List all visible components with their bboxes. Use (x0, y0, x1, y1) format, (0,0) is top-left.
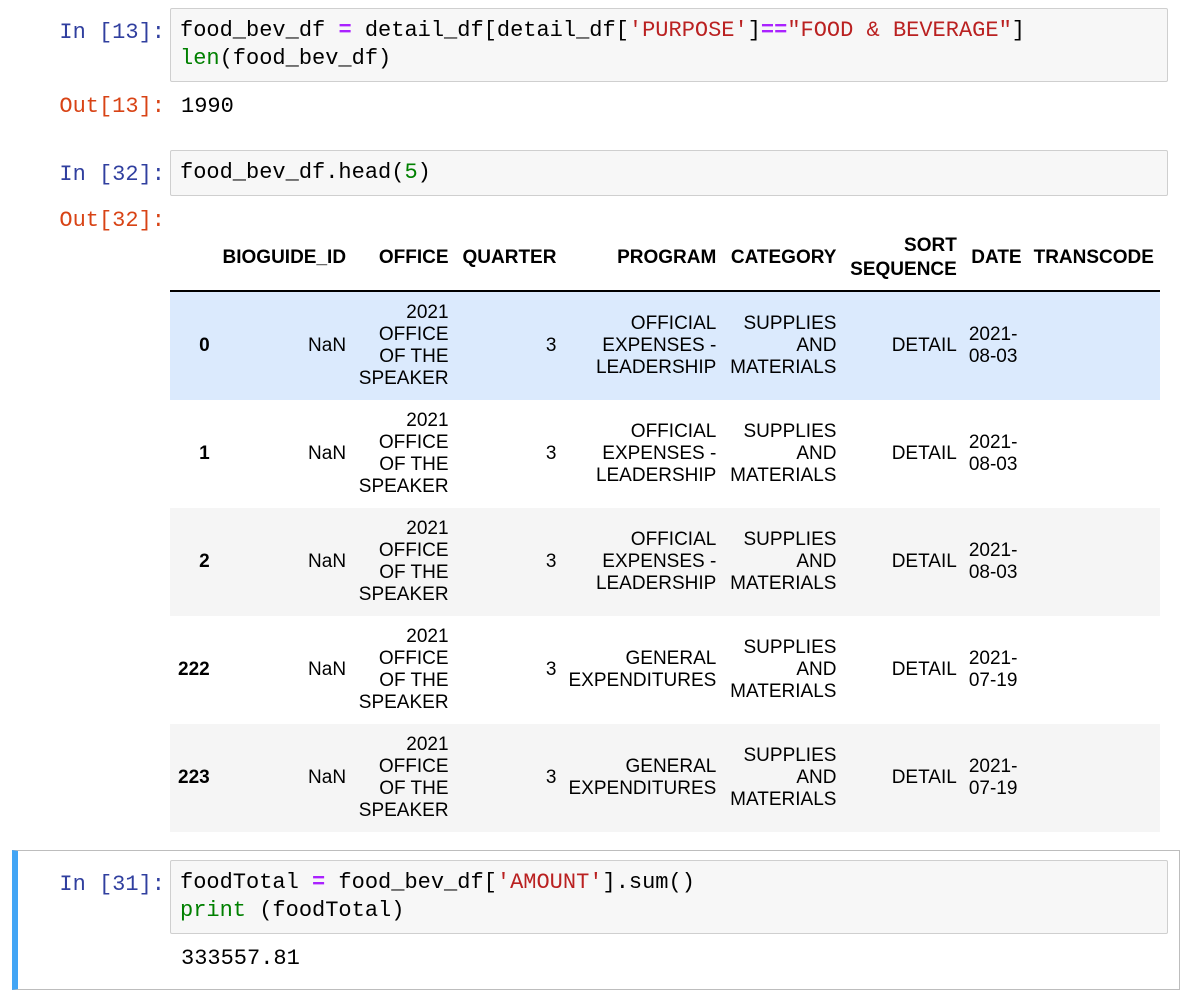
table-cell: GENERAL EXPENDITURES (562, 724, 723, 832)
table-cell: 3 (454, 291, 563, 400)
table-cell (1027, 724, 1160, 832)
code-token: 'AMOUNT' (496, 870, 603, 895)
column-header: SORT SEQUENCE (842, 226, 963, 292)
table-cell: NaN (308, 443, 347, 464)
code-editor[interactable]: food_bev_df.head(5) (170, 150, 1168, 196)
table-row: 222 NaN 2021 OFFICE OF THE SPEAKER 3 GENERAL… (170, 616, 1160, 724)
table-cell: NaN (308, 659, 347, 680)
table-cell: 3 (454, 724, 563, 832)
table-cell: 2021 OFFICE OF THE SPEAKER (358, 410, 449, 497)
code-token: foodTotal (180, 870, 313, 895)
row-index: 1 (199, 443, 210, 464)
output-prompt: Out[13]: (59, 94, 165, 119)
table-cell: DETAIL (842, 508, 963, 616)
code-line: food_bev_df.head(5) (180, 159, 1158, 187)
column-header: BIOGUIDE_ID (215, 226, 353, 292)
table-cell (1027, 508, 1160, 616)
output-prompt: Out[32]: (59, 208, 165, 233)
table-cell: SUPPLIES AND MATERIALS (730, 637, 837, 702)
column-header: QUARTER (454, 226, 563, 292)
table-cell: DETAIL (842, 724, 963, 832)
table-cell: 3 (545, 659, 557, 680)
code-token: food_bev_df (180, 18, 339, 43)
table-cell: 2021-07-19 (962, 724, 1028, 832)
table-cell (1028, 616, 1160, 724)
output-text: 1990 (181, 94, 234, 119)
table-cell: NaN (215, 508, 353, 616)
code-token: food_bev_df.head( (180, 160, 405, 185)
code-line: foodTotal = food_bev_df['AMOUNT'].sum() (180, 869, 1158, 897)
row-index: 2 (170, 508, 216, 616)
table-cell: 2021 OFFICE OF THE SPEAKER (352, 291, 455, 400)
table-cell: NaN (215, 724, 353, 832)
table-cell (1028, 400, 1160, 508)
table-cell: 2021 OFFICE OF THE SPEAKER (358, 626, 449, 713)
row-index: 222 (178, 659, 210, 680)
table-cell: 3 (545, 443, 557, 464)
table-cell: SUPPLIES AND MATERIALS (722, 508, 843, 616)
input-prompt: In [31]: (59, 872, 165, 897)
code-token: food_bev_df[ (325, 870, 497, 895)
table-cell: OFFICIAL EXPENSES - LEADERSHIP (595, 421, 717, 486)
table-cell: 3 (454, 508, 563, 616)
column-header: OFFICE (352, 226, 455, 292)
input-prompt: In [13]: (59, 20, 165, 45)
table-cell: SUPPLIES AND MATERIALS (730, 421, 837, 486)
table-cell: DETAIL (842, 291, 963, 400)
table-cell: 2021 OFFICE OF THE SPEAKER (352, 724, 455, 832)
code-line: print (foodTotal) (180, 897, 1158, 925)
table-cell: OFFICIAL EXPENSES - LEADERSHIP (562, 508, 723, 616)
code-token: print (180, 898, 247, 923)
input-prompt: In [32]: (59, 162, 165, 187)
code-token: = (312, 870, 326, 895)
table-cell: 2021 OFFICE OF THE SPEAKER (352, 508, 455, 616)
column-header (170, 226, 216, 292)
code-token: (foodTotal) (246, 898, 405, 923)
table-row: 1 NaN 2021 OFFICE OF THE SPEAKER 3 OFFICIAL … (170, 400, 1160, 508)
column-header: CATEGORY (722, 226, 843, 292)
table-cell: SUPPLIES AND MATERIALS (722, 291, 843, 400)
output-text: 333557.81 (181, 946, 300, 971)
table-cell: SUPPLIES AND MATERIALS (722, 724, 843, 832)
code-token: ] (747, 18, 761, 43)
row-index: 223 (170, 724, 216, 832)
column-header: TRANSCODE (1027, 226, 1160, 292)
code-line: food_bev_df = detail_df[detail_df['PURPO… (180, 17, 1158, 45)
table-cell (1027, 291, 1160, 400)
code-token: ].sum() (602, 870, 695, 895)
code-token: len (180, 46, 220, 71)
column-header: DATE (962, 226, 1028, 292)
table-cell: NaN (215, 291, 353, 400)
code-token: detail_df[detail_df[ (351, 18, 629, 43)
table-cell: GENERAL EXPENDITURES (568, 648, 717, 691)
table-cell: 2021-08-03 (962, 291, 1028, 400)
code-token: ) (417, 160, 431, 185)
code-line: len(food_bev_df) (180, 45, 1158, 73)
column-header: PROGRAM (562, 226, 723, 292)
code-token: 5 (404, 160, 418, 185)
row-index: 0 (170, 291, 216, 400)
code-token: (food_bev_df) (219, 46, 392, 71)
code-token: 'PURPOSE' (628, 18, 748, 43)
table-cell: DETAIL (891, 659, 957, 680)
table-cell: 2021-08-03 (962, 508, 1028, 616)
code-token: "FOOD & BEVERAGE" (787, 18, 1012, 43)
table-cell: 2021-07-19 (968, 648, 1018, 691)
code-token: == (760, 18, 788, 43)
code-token: = (338, 18, 352, 43)
table-cell: OFFICIAL EXPENSES - LEADERSHIP (562, 291, 723, 400)
cell-31-selected[interactable] (12, 850, 1180, 990)
code-token: ] (1011, 18, 1025, 43)
table-cell: DETAIL (891, 443, 957, 464)
table-cell: 2021-08-03 (968, 432, 1018, 475)
code-editor[interactable]: foodTotal = food_bev_df['AMOUNT'].sum()p… (170, 860, 1168, 934)
code-editor[interactable]: food_bev_df = detail_df[detail_df['PURPO… (170, 8, 1168, 82)
